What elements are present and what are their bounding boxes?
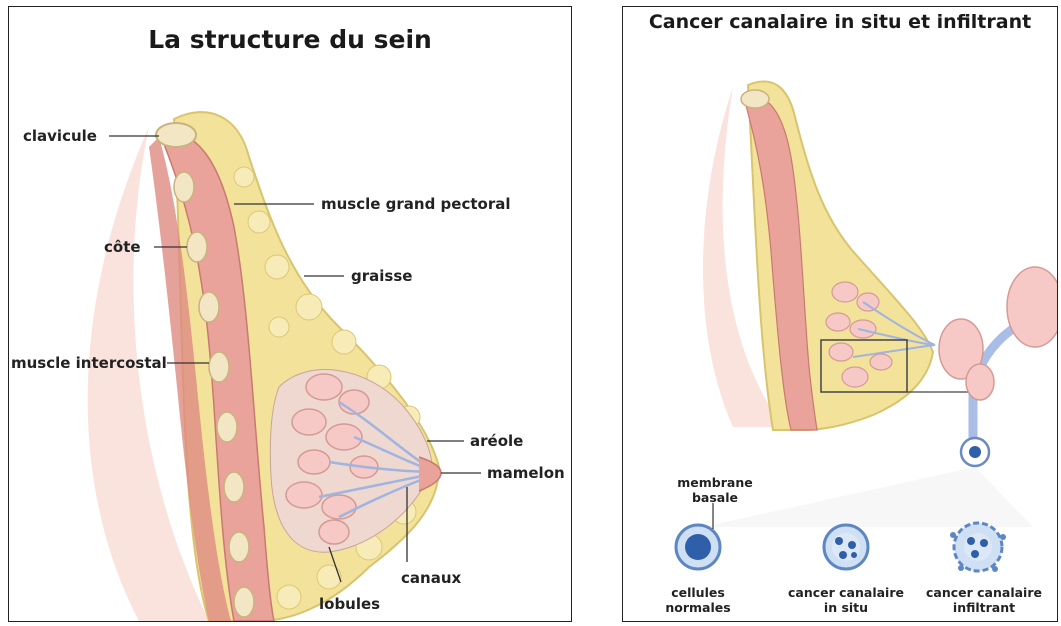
label-cellules-normales: cellules normales [653, 585, 743, 615]
cancer-panel: Cancer canalaire in situ et infiltrant [622, 6, 1058, 622]
breast-anatomy-illustration [9, 7, 571, 621]
label-cote: côte [104, 238, 141, 256]
label-areole: aréole [470, 432, 523, 450]
label-muscle-grand-pectoral: muscle grand pectoral [321, 195, 511, 213]
label-canaux: canaux [401, 569, 461, 587]
label-graisse: graisse [351, 267, 412, 285]
clavicle-bone-small [741, 90, 769, 108]
enlarged-duct [939, 267, 1057, 466]
breast-structure-panel: La structure du sein [8, 6, 572, 622]
cell-infiltrant [950, 523, 1006, 572]
label-mamelon: mamelon [487, 464, 565, 482]
cell-normal [676, 525, 720, 569]
label-clavicule: clavicule [23, 127, 97, 145]
clavicle-bone [156, 123, 196, 147]
label-lobules: lobules [319, 595, 380, 613]
cell-in-situ [824, 525, 868, 569]
ductal-cancer-illustration [623, 7, 1057, 621]
label-cancer-infiltrant: cancer canalaire infiltrant [919, 585, 1049, 615]
label-cancer-in-situ: cancer canalaire in situ [781, 585, 911, 615]
label-muscle-intercostal: muscle intercostal [11, 354, 167, 372]
label-membrane-basale: membrane basale [670, 475, 760, 505]
